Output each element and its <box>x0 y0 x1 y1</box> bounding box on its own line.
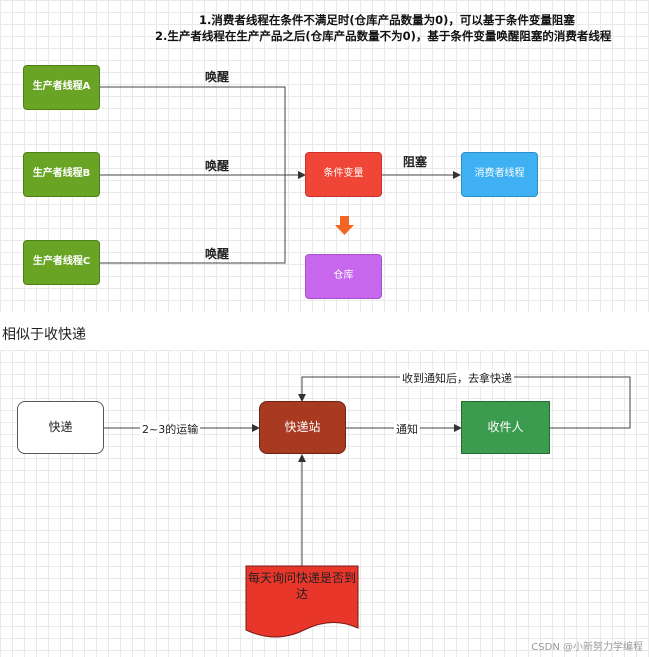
down-arrow-icon <box>335 216 354 235</box>
note-line-2: 2.生产者线程在生产产品之后(仓库产品数量不为0)，基于条件变量唤醒阻塞的消费者… <box>155 29 612 43</box>
parcel-node: 快递 <box>17 401 104 454</box>
wake-label-b: 唤醒 <box>205 159 230 173</box>
daily-query-label: 每天询问快递是否到达 <box>247 571 356 602</box>
section-title: 相似于收快递 <box>2 327 86 343</box>
wake-connector-c <box>100 175 286 264</box>
station-node: 快递站 <box>259 401 346 454</box>
wake-connector-a <box>100 86 286 175</box>
wake-label-a: 唤醒 <box>205 70 230 84</box>
producer-c-node: 生产者线程C <box>23 240 100 285</box>
recipient-node: 收件人 <box>461 401 550 454</box>
notify-label: 通知 <box>394 421 420 437</box>
producer-b-node: 生产者线程B <box>23 152 100 197</box>
block-label: 阻塞 <box>403 155 428 169</box>
condition-variable-node: 条件变量 <box>305 152 382 197</box>
feedback-label: 收到通知后，去拿快递 <box>400 370 514 386</box>
warehouse-node: 仓库 <box>305 254 382 299</box>
wake-label-c: 唤醒 <box>205 247 230 261</box>
producer-a-node: 生产者线程A <box>23 65 100 110</box>
note-line-1: 1.消费者线程在条件不满足时(仓库产品数量为0)，可以基于条件变量阻塞 <box>199 13 575 27</box>
daily-query-document <box>245 565 359 638</box>
transport-label: 2~3的运输 <box>140 421 201 437</box>
feedback-connector <box>298 376 631 429</box>
watermark: CSDN @小新努力学编程 <box>531 642 643 653</box>
consumer-node: 消费者线程 <box>461 152 538 197</box>
